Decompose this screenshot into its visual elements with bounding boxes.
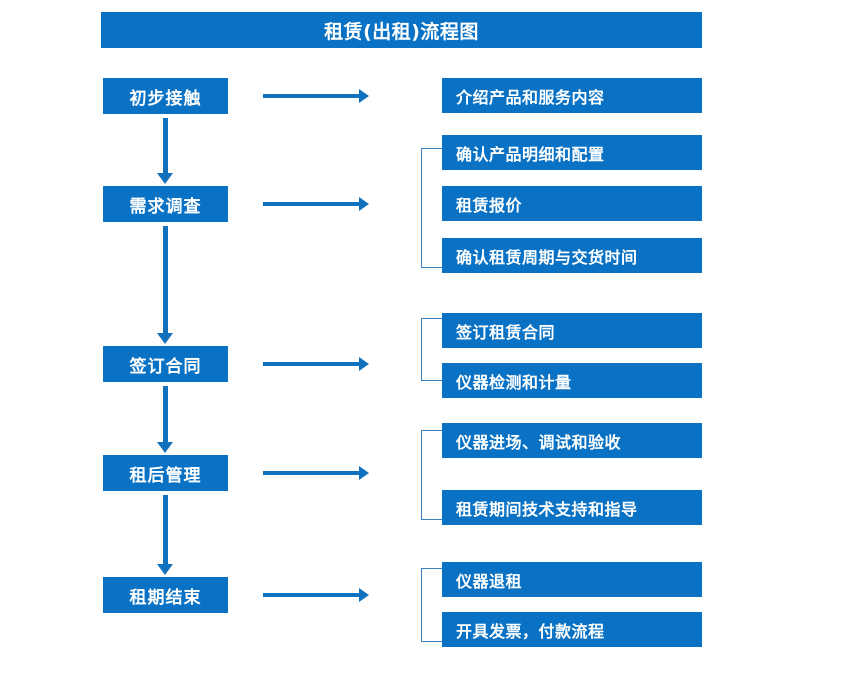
detail-box-7[interactable]: 仪器进场、调试和验收 xyxy=(442,423,702,458)
arrow-head-icon xyxy=(359,588,369,602)
arrow-shaft xyxy=(263,471,360,475)
group-bracket-2 xyxy=(421,148,442,268)
vertical-arrow-3 xyxy=(157,386,173,453)
detail-box-4[interactable]: 确认租赁周期与交货时间 xyxy=(442,238,702,273)
arrow-head-icon xyxy=(157,333,173,344)
detail-box-1[interactable]: 介绍产品和服务内容 xyxy=(442,78,702,113)
arrow-head-icon xyxy=(157,173,173,184)
horizontal-arrow-4 xyxy=(263,466,369,480)
horizontal-arrow-2 xyxy=(263,197,369,211)
horizontal-arrow-3 xyxy=(263,357,369,371)
detail-box-9[interactable]: 仪器退租 xyxy=(442,562,702,597)
arrow-head-icon xyxy=(157,564,173,575)
stage-box-5[interactable]: 租期结束 xyxy=(103,577,228,613)
detail-box-2[interactable]: 确认产品明细和配置 xyxy=(442,135,702,170)
page-title: 租赁(出租)流程图 xyxy=(101,12,702,48)
arrow-shaft xyxy=(263,362,360,366)
group-bracket-4 xyxy=(421,430,442,520)
arrow-shaft xyxy=(163,226,168,334)
stage-box-4[interactable]: 租后管理 xyxy=(103,455,228,491)
arrow-shaft xyxy=(263,94,360,98)
stage-box-1[interactable]: 初步接触 xyxy=(103,78,228,114)
vertical-arrow-2 xyxy=(157,226,173,344)
arrow-shaft xyxy=(263,202,360,206)
vertical-arrow-1 xyxy=(157,118,173,184)
detail-box-10[interactable]: 开具发票，付款流程 xyxy=(442,612,702,647)
group-bracket-5 xyxy=(421,568,442,642)
arrow-head-icon xyxy=(157,442,173,453)
detail-box-3[interactable]: 租赁报价 xyxy=(442,186,702,221)
group-bracket-3 xyxy=(421,318,442,381)
stage-box-2[interactable]: 需求调查 xyxy=(103,186,228,222)
detail-box-6[interactable]: 仪器检测和计量 xyxy=(442,363,702,398)
vertical-arrow-4 xyxy=(157,495,173,575)
horizontal-arrow-1 xyxy=(263,89,369,103)
arrow-head-icon xyxy=(359,466,369,480)
stage-box-3[interactable]: 签订合同 xyxy=(103,346,228,382)
arrow-head-icon xyxy=(359,89,369,103)
arrow-shaft xyxy=(263,593,360,597)
arrow-head-icon xyxy=(359,197,369,211)
horizontal-arrow-5 xyxy=(263,588,369,602)
detail-box-5[interactable]: 签订租赁合同 xyxy=(442,313,702,348)
arrow-shaft xyxy=(163,118,168,174)
arrow-head-icon xyxy=(359,357,369,371)
arrow-shaft xyxy=(163,495,168,565)
arrow-shaft xyxy=(163,386,168,443)
detail-box-8[interactable]: 租赁期间技术支持和指导 xyxy=(442,490,702,525)
